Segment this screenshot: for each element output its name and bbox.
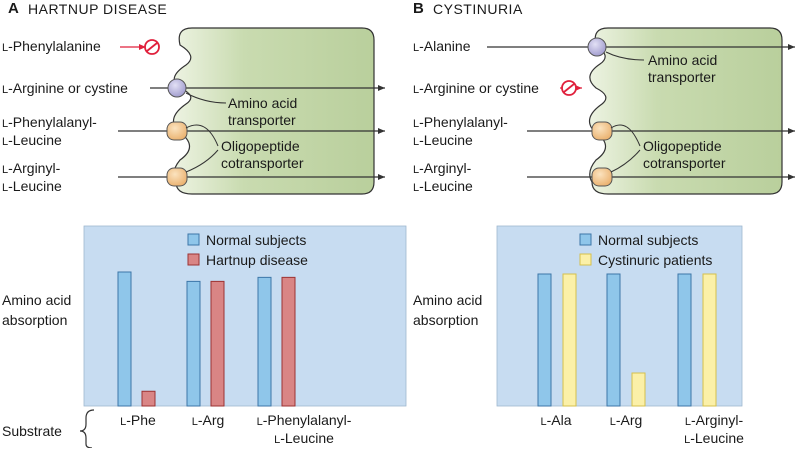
chart-b-ylabel: Amino acid absorption xyxy=(413,292,483,328)
bar-l-arg-series-0 xyxy=(606,273,621,407)
oligo-transporter-a-1 xyxy=(166,121,188,141)
bar-l-phenylalanyl-l-leucine-series-0 xyxy=(257,276,272,407)
bar-l-ala-series-0 xyxy=(537,273,552,407)
legend-a-disease: Hartnup disease xyxy=(206,252,308,268)
legend-b-disease: Cystinuric patients xyxy=(598,252,713,268)
bar-l-phe-series-1 xyxy=(141,390,156,407)
aa-transporter-a xyxy=(167,78,187,98)
b-label-argleu-2: L-Leucine xyxy=(413,178,473,194)
block-icon-a xyxy=(144,39,160,55)
a-label-argcys: L-Arginine or cystine xyxy=(2,80,128,96)
a-label-phe: L-Phenylalanine xyxy=(2,38,101,54)
b-label-ala: L-Alanine xyxy=(413,38,471,54)
bar-l-arginyl-l-leucine-series-1 xyxy=(702,273,717,407)
a-oligo-label-1: Oligopeptide xyxy=(221,138,300,154)
oligo-transporter-b-2 xyxy=(591,167,613,187)
legend-b-swatch-normal xyxy=(579,233,592,246)
b-oligo-label-2: cotransporter xyxy=(643,155,726,171)
b-oligo-label-1: Oligopeptide xyxy=(643,138,722,154)
x-tick-label: L-Arg xyxy=(609,412,643,428)
a-label-argleu-2: L-Leucine xyxy=(2,178,62,194)
bar-l-arginyl-l-leucine-series-0 xyxy=(677,273,692,407)
bar-l-phe-series-0 xyxy=(117,271,132,407)
chart-a-bars xyxy=(117,271,296,407)
a-label-argleu-1: L-Arginyl- xyxy=(2,160,61,176)
x-tick-label: L-Phenylalanyl- xyxy=(256,412,352,428)
x-tick-label: L-Leucine xyxy=(274,430,334,446)
b-label-argleu-1: L-Arginyl- xyxy=(413,160,472,176)
panel-b-letter: B xyxy=(413,0,424,17)
substrate-brace xyxy=(79,409,95,448)
bar-l-phenylalanyl-l-leucine-series-1 xyxy=(281,276,296,407)
bar-l-arg-series-1 xyxy=(631,372,646,407)
legend-a-swatch-disease xyxy=(187,253,200,266)
oligo-transporter-b-1 xyxy=(591,121,613,141)
chart-a-background xyxy=(83,225,407,407)
x-tick-label: L-Arg xyxy=(191,412,225,428)
a-aa-transporter-label-2: transporter xyxy=(228,112,296,128)
a-aa-transporter-label-1: Amino acid xyxy=(228,95,298,111)
b-label-argcys: L-Arginine or cystine xyxy=(413,80,539,96)
legend-b-normal: Normal subjects xyxy=(598,232,699,248)
b-label-pheleu-1: L-Phenylalanyl- xyxy=(413,114,508,130)
b-aa-transporter-label-2: transporter xyxy=(648,69,716,85)
x-tick-label: L-Ala xyxy=(540,412,572,428)
substrate-row-label: Substrate xyxy=(2,423,62,439)
b-aa-transporter-label-1: Amino acid xyxy=(648,52,718,68)
bar-l-ala-series-1 xyxy=(562,273,577,407)
bar-l-arg-series-1 xyxy=(210,280,225,407)
a-oligo-label-2: cotransporter xyxy=(221,155,304,171)
legend-b-swatch-disease xyxy=(579,253,592,266)
a-label-pheleu-2: L-Leucine xyxy=(2,132,62,148)
legend-a-swatch-normal xyxy=(187,233,200,246)
panel-b-title: CYSTINURIA xyxy=(433,1,523,17)
b-label-pheleu-2: L-Leucine xyxy=(413,132,473,148)
block-icon-b xyxy=(561,80,577,96)
x-tick-label: L-Phe xyxy=(120,412,156,428)
a-label-pheleu-1: L-Phenylalanyl- xyxy=(2,114,97,130)
panel-a-title: HARTNUP DISEASE xyxy=(28,1,168,17)
chart-a-ylabel: Amino acid absorption xyxy=(2,292,72,328)
oligo-transporter-a-2 xyxy=(166,167,188,187)
panel-a-letter: A xyxy=(8,0,19,17)
legend-a-normal: Normal subjects xyxy=(206,232,307,248)
x-tick-label: L-Leucine xyxy=(684,430,744,446)
chart-b-bars xyxy=(537,273,717,407)
x-tick-label: L-Arginyl- xyxy=(684,412,744,428)
aa-transporter-b xyxy=(587,37,607,57)
bar-l-arg-series-0 xyxy=(186,280,201,407)
